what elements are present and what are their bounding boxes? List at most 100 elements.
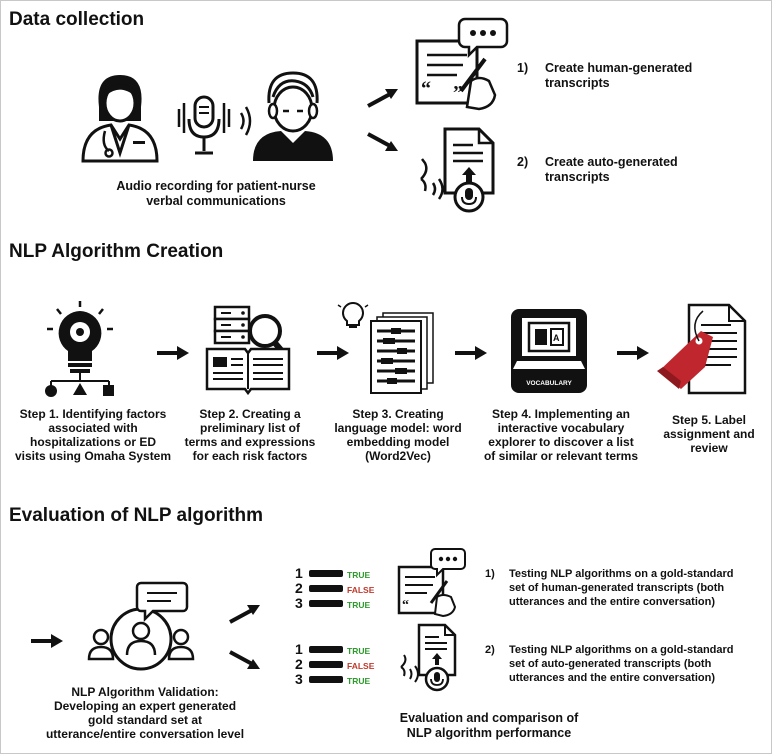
step-line: hospitalizations or ED [29, 435, 156, 449]
vocabulary-label: VOCABULARY [526, 380, 572, 387]
lightbulb-gear-icon [45, 301, 114, 397]
arrow-right-icon [617, 346, 649, 360]
svg-text:“: “ [402, 598, 409, 613]
arrow-down-right-icon [229, 650, 260, 669]
caption-line: verbal communications [146, 194, 286, 208]
human-transcript-icon: “ [397, 548, 466, 617]
test-2-text: Testing NLP algorithms on a gold-standar… [509, 643, 734, 685]
item-2-number: 2) [517, 155, 529, 169]
test-line: Testing NLP algorithms on a gold-standar… [509, 568, 734, 580]
arrow-up-right-icon [229, 605, 260, 624]
validation-text: NLP Algorithm Validation: Developing an … [27, 685, 263, 741]
database-book-icon [205, 305, 291, 395]
ranking-row: 1 TRUE [295, 641, 370, 657]
rank-bar [309, 646, 343, 653]
test-line: Testing NLP algorithms on a gold-standar… [509, 644, 734, 656]
validation-line: gold standard set at [87, 713, 203, 727]
step-line: visits using Omaha System [14, 449, 172, 463]
step-line: interactive vocabulary [497, 421, 625, 435]
microphone-icon [177, 95, 231, 155]
ranking-row: 2 FALSE [295, 580, 375, 596]
arrow-down-right-icon [367, 132, 398, 151]
arrow-right-icon [31, 634, 63, 648]
auto-transcript-label: Create auto-generated transcripts [545, 155, 678, 185]
step-line: Step 5. Label [671, 413, 747, 427]
svg-text:A: A [553, 333, 560, 343]
rank-number: 3 [295, 671, 303, 687]
step-line: review [690, 441, 728, 455]
step-4-text: Step 4. Implementing an interactive voca… [475, 407, 647, 463]
test-2-number: 2) [485, 644, 495, 656]
validation-line: utterance/entire conversation level [45, 727, 245, 741]
rank-number: 2 [295, 656, 303, 672]
nurse-icon [81, 75, 159, 163]
true-label: TRUE [347, 600, 370, 610]
validation-line: NLP Algorithm Validation: [71, 685, 219, 699]
step-line: language model: word [334, 421, 462, 435]
caption-line: Audio recording for patient-nurse [116, 179, 316, 193]
step-line: associated with [48, 421, 138, 435]
human-transcript-icon: “ ” [415, 17, 509, 111]
sound-wave-icon [239, 106, 252, 136]
true-label: TRUE [347, 646, 370, 656]
rank-number: 1 [295, 641, 303, 657]
label-tag-document-icon [657, 303, 747, 395]
step-line: explorer to discover a list [488, 435, 634, 449]
step-1-text: Step 1. Identifying factors associated w… [11, 407, 175, 463]
rank-bar [309, 570, 343, 577]
step-line: Step 4. Implementing an [491, 407, 631, 421]
test-line: set of auto-generated transcripts (both [509, 658, 712, 670]
ranking-list-human: 1 TRUE 2 FALSE 3 TRUE [295, 565, 375, 611]
auto-transcript-icon [400, 623, 457, 692]
step-line: Step 2. Creating a [199, 407, 301, 421]
label-line: transcripts [545, 76, 610, 90]
rank-number: 3 [295, 595, 303, 611]
step-2-text: Step 2. Creating a preliminary list of t… [179, 407, 321, 463]
audio-recording-caption: Audio recording for patient-nurse verbal… [71, 179, 361, 209]
evaluation-conclusion: Evaluation and comparison of NLP algorit… [379, 711, 599, 741]
step-line: assignment and [663, 427, 755, 441]
test-line: utterances and the entire conversation) [509, 672, 715, 684]
true-label: TRUE [347, 676, 370, 686]
svg-text:”: ” [453, 82, 463, 104]
label-line: Create auto-generated [545, 155, 678, 169]
ranking-row: 1 TRUE [295, 565, 370, 581]
false-label: FALSE [347, 585, 375, 595]
test-line: utterances and the entire conversation) [509, 596, 715, 608]
item-1-number: 1) [517, 61, 529, 75]
rank-bar [309, 600, 343, 607]
rank-number: 1 [295, 565, 303, 581]
section-title-nlp-creation: NLP Algorithm Creation [9, 241, 224, 262]
svg-text:“: “ [421, 78, 431, 100]
step-line: preliminary list of [199, 421, 301, 435]
step-line: terms and expressions [184, 435, 316, 449]
false-label: FALSE [347, 661, 375, 671]
step-line: Step 3. Creating [352, 407, 444, 421]
section-title-data-collection: Data collection [9, 9, 145, 30]
validation-line: Developing an expert generated [53, 699, 237, 713]
conclusion-line: Evaluation and comparison of [399, 711, 579, 725]
conclusion-line: NLP algorithm performance [406, 726, 572, 740]
true-label: TRUE [347, 570, 370, 580]
rank-number: 2 [295, 580, 303, 596]
label-line: Create human-generated [545, 61, 693, 75]
ranking-row: 2 FALSE [295, 656, 375, 672]
step-line: of similar or relevant terms [483, 449, 639, 463]
patient-icon [253, 71, 333, 161]
human-transcript-label: Create human-generated transcripts [545, 61, 692, 91]
test-1-number: 1) [485, 568, 495, 580]
test-1-text: Testing NLP algorithms on a gold-standar… [509, 567, 734, 609]
arrow-right-icon [455, 346, 487, 360]
step-3-text: Step 3. Creating language model: word em… [323, 407, 473, 463]
word-embedding-icon [337, 299, 434, 394]
step-line: Step 1. Identifying factors [19, 407, 167, 421]
arrow-right-icon [317, 346, 349, 360]
section-title-evaluation: Evaluation of NLP algorithm [9, 505, 264, 526]
vocabulary-laptop-icon: A VOCABULARY [511, 309, 587, 393]
test-line: set of human-generated transcripts (both [509, 582, 725, 594]
step-line: embedding model [346, 435, 450, 449]
step-5-text: Step 5. Label assignment and review [653, 413, 765, 455]
step-line: (Word2Vec) [365, 449, 431, 463]
arrow-right-icon [157, 346, 189, 360]
